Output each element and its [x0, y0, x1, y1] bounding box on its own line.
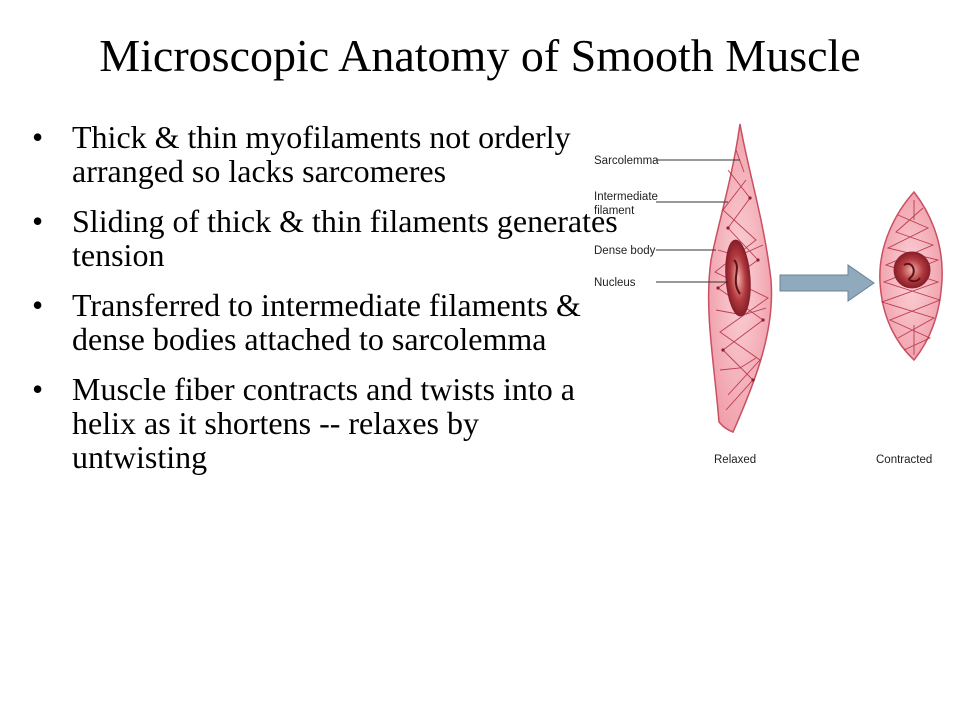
bullet-list: • Thick & thin myofilaments not orderly …: [32, 120, 622, 490]
label-leader-lines: [656, 159, 740, 283]
bullet-item: • Thick & thin myofilaments not orderly …: [32, 120, 622, 188]
dense-bodies: [716, 196, 765, 382]
label-intermediate-line1: Intermediate: [594, 191, 658, 203]
caption-contracted: Contracted: [876, 454, 932, 466]
label-nucleus: Nucleus: [594, 277, 636, 289]
smooth-muscle-diagram: Sarcolemma Intermediate filament Dense b…: [594, 123, 943, 466]
bullet-icon: •: [32, 119, 44, 155]
bullet-item: • Transferred to intermediate filaments …: [32, 288, 622, 356]
bullet-icon: •: [32, 203, 44, 239]
bullet-icon: •: [32, 371, 44, 407]
smooth-muscle-figure: Sarcolemma Intermediate filament Dense b…: [578, 110, 960, 480]
contraction-arrow-icon: [779, 264, 875, 302]
bullet-text: Thick & thin myofilaments not orderly ar…: [72, 119, 571, 189]
bullet-text: Transferred to intermediate filaments & …: [72, 287, 581, 357]
label-sarcolemma: Sarcolemma: [594, 155, 659, 167]
slide-title: Microscopic Anatomy of Smooth Muscle: [99, 30, 861, 81]
label-intermediate-line2: filament: [594, 205, 635, 217]
bullet-text: Muscle fiber contracts and twists into a…: [72, 371, 575, 475]
bullet-text: Sliding of thick & thin filaments genera…: [72, 203, 618, 273]
label-dense-body: Dense body: [594, 245, 656, 257]
relaxed-cell: [707, 123, 773, 433]
bullet-icon: •: [32, 287, 44, 323]
caption-relaxed: Relaxed: [714, 454, 756, 466]
contracted-cell: [879, 190, 943, 362]
bullet-item: • Muscle fiber contracts and twists into…: [32, 372, 622, 474]
contracted-nucleus: [893, 251, 931, 289]
bullet-item: • Sliding of thick & thin filaments gene…: [32, 204, 622, 272]
relaxed-nucleus: [725, 239, 751, 317]
